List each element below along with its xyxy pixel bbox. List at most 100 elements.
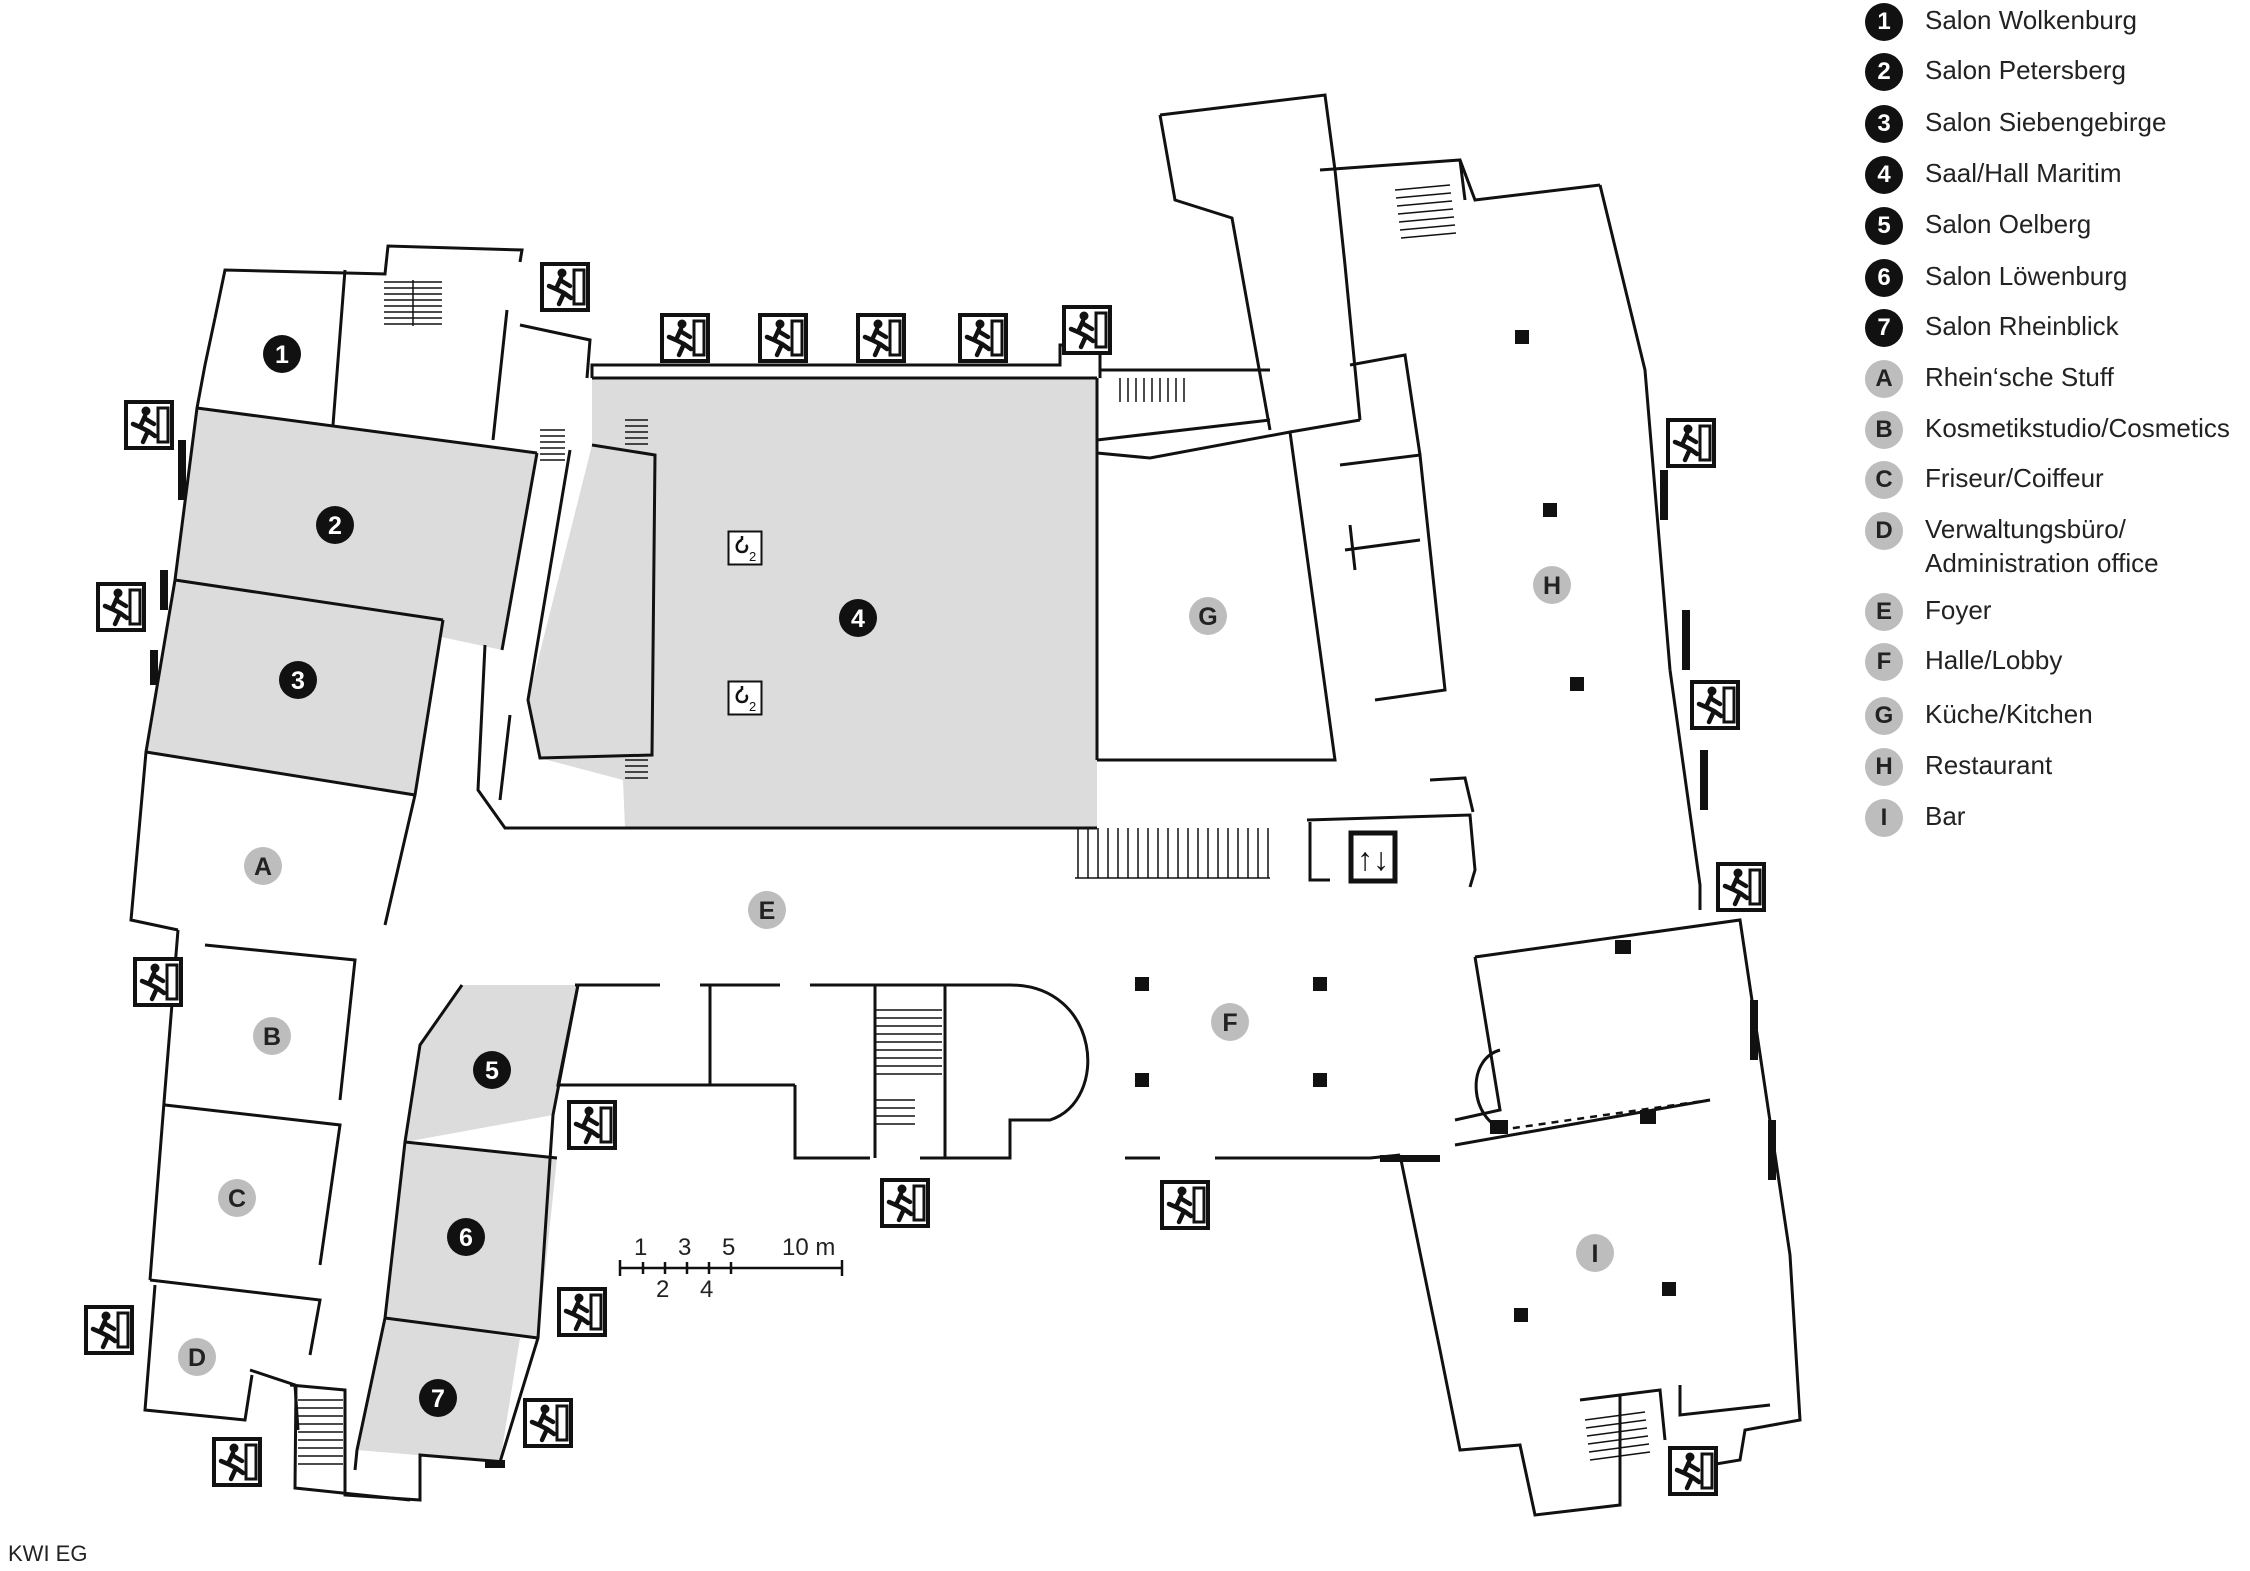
legend-marker: H xyxy=(1865,748,1903,786)
scale-label-5: 5 xyxy=(722,1234,736,1261)
marker-circle xyxy=(1576,1234,1614,1272)
legend-label: Salon Siebengebirge xyxy=(1925,107,2167,137)
marker-label: 4 xyxy=(851,605,865,633)
room-marker-f: F xyxy=(1211,1003,1249,1041)
legend-item-3: 3 Salon Siebengebirge xyxy=(1865,105,2166,143)
legend-marker: 3 xyxy=(1865,105,1903,143)
emergency-exit-icon xyxy=(135,959,181,1005)
marker-label: 5 xyxy=(485,1057,499,1085)
room-marker-c: C xyxy=(218,1179,256,1217)
room-marker-2: 2 xyxy=(316,506,354,544)
emergency-exit-icon xyxy=(559,1289,605,1335)
legend-label: Salon Oelberg xyxy=(1925,209,2092,239)
legend-label: Salon Rheinblick xyxy=(1925,311,2119,341)
scale-label-10: 10 m xyxy=(782,1234,836,1261)
scale-label-1: 1 xyxy=(634,1234,648,1261)
emergency-exit-icon xyxy=(1670,1448,1716,1494)
marker-circle xyxy=(218,1179,256,1217)
marker-label: I xyxy=(1592,1240,1599,1268)
legend-label: Salon Löwenburg xyxy=(1925,261,2128,291)
legend-marker: 7 xyxy=(1865,309,1903,347)
emergency-exit-icon xyxy=(86,1307,132,1353)
marker-circle xyxy=(244,847,282,885)
marker-label: 1 xyxy=(275,341,289,369)
marker-label: C xyxy=(228,1185,246,1213)
scale-bar xyxy=(618,1260,844,1276)
room-marker-g: G xyxy=(1189,597,1227,635)
legend-label: Küche/Kitchen xyxy=(1925,699,2093,729)
legend-label: Salon Petersberg xyxy=(1925,55,2126,85)
legend-item-d: D Verwaltungsbüro/ Administration office xyxy=(1865,512,2159,580)
marker-label: 2 xyxy=(328,512,342,540)
room-marker-h: H xyxy=(1533,566,1571,604)
emergency-exit-icon xyxy=(525,1400,571,1446)
room-marker-5: 5 xyxy=(473,1051,511,1089)
marker-circle xyxy=(1211,1003,1249,1041)
legend-marker: 4 xyxy=(1865,156,1903,194)
room-4-fill xyxy=(528,378,1097,828)
marker-label: A xyxy=(254,853,272,881)
emergency-exit-icon xyxy=(1064,307,1110,353)
room-marker-i: I xyxy=(1576,1234,1614,1272)
legend-marker: D xyxy=(1865,512,1903,550)
legend-item-7: 7 Salon Rheinblick xyxy=(1865,309,2119,347)
room-marker-b: B xyxy=(253,1017,291,1055)
legend-label: Bar xyxy=(1925,801,1966,831)
room-marker-d: D xyxy=(178,1338,216,1376)
emergency-exit-icon xyxy=(126,402,172,448)
marker-circle xyxy=(748,891,786,929)
legend-item-f: F Halle/Lobby xyxy=(1865,643,2062,681)
scale-label-3: 3 xyxy=(678,1234,692,1261)
marker-label: F xyxy=(1222,1009,1237,1037)
emergency-exit-icon xyxy=(662,315,708,361)
room-marker-7: 7 xyxy=(419,1379,457,1417)
marker-label: H xyxy=(1543,572,1561,600)
marker-label: 7 xyxy=(431,1385,445,1413)
marker-circle xyxy=(447,1218,485,1256)
marker-label: 3 xyxy=(291,667,305,695)
elevator-icon: ↑↓ xyxy=(1350,832,1396,882)
room-marker-a: A xyxy=(244,847,282,885)
legend-label: Halle/Lobby xyxy=(1925,645,2063,675)
legend-marker: A xyxy=(1865,360,1903,398)
marker-circle xyxy=(473,1051,511,1089)
emergency-exit-icon xyxy=(214,1439,260,1485)
marker-circle xyxy=(279,661,317,699)
map-caption: KWI EG xyxy=(8,1541,88,1566)
legend-marker: B xyxy=(1865,411,1903,449)
marker-circle xyxy=(419,1379,457,1417)
scale-label-4: 4 xyxy=(700,1276,714,1303)
legend-label: Rhein‘sche Stuff xyxy=(1925,362,2114,392)
emergency-exit-icon xyxy=(1718,864,1764,910)
emergency-exit-icon xyxy=(98,584,144,630)
emergency-exit-icon xyxy=(960,315,1006,361)
emergency-exit-icon xyxy=(542,264,588,310)
emergency-exit-icon xyxy=(569,1102,615,1148)
legend-label: Verwaltungsbüro/ Administration office xyxy=(1925,514,2159,578)
legend-marker: G xyxy=(1865,697,1903,735)
room-marker-e: E xyxy=(748,891,786,929)
room-marker-1: 1 xyxy=(263,335,301,373)
legend-item-g: G Küche/Kitchen xyxy=(1865,697,2093,735)
marker-label: 6 xyxy=(459,1224,473,1252)
room-marker-3: 3 xyxy=(279,661,317,699)
room-marker-4: 4 xyxy=(839,599,877,637)
legend-marker: 2 xyxy=(1865,53,1903,91)
legend-marker: 6 xyxy=(1865,259,1903,297)
legend-label: Salon Wolkenburg xyxy=(1925,5,2137,35)
marker-circle xyxy=(1533,566,1571,604)
legend-marker: 1 xyxy=(1865,3,1903,41)
emergency-exit-icon xyxy=(858,315,904,361)
marker-label: B xyxy=(263,1023,281,1051)
legend-marker: F xyxy=(1865,643,1903,681)
scale-label-2: 2 xyxy=(656,1276,670,1303)
marker-circle xyxy=(1189,597,1227,635)
marker-circle xyxy=(178,1338,216,1376)
marker-label: D xyxy=(188,1344,206,1372)
emergency-exit-icon xyxy=(760,315,806,361)
